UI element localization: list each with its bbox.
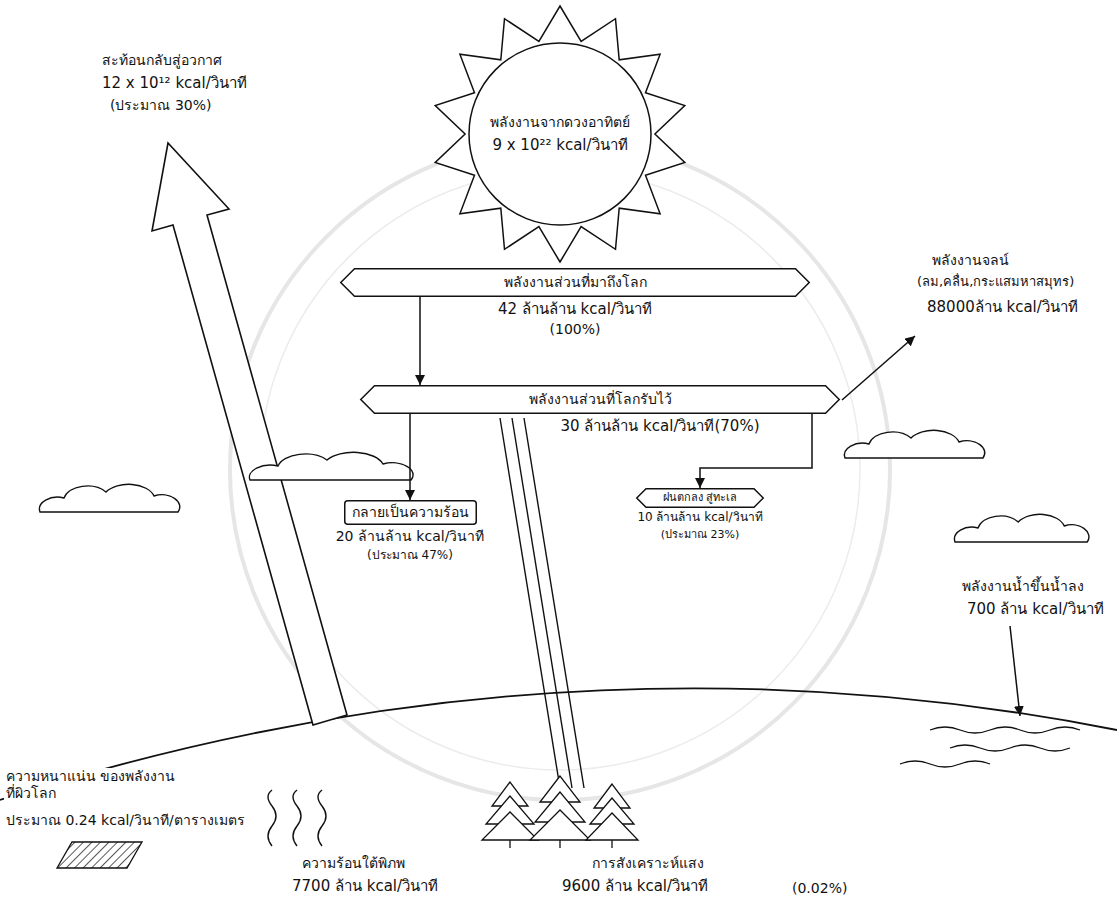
photosynthesis-line	[512, 418, 572, 788]
process-hexagon: ฝนตกลง สู่ทะเล 10 ล้านล้าน kcal/วินาที (ปร…	[636, 488, 764, 541]
tide-arrow	[1010, 626, 1020, 716]
energy-label: (0.02%)	[790, 880, 849, 897]
energy-label: (ประมาณ 30%)	[108, 97, 214, 114]
sun-rays	[435, 6, 685, 262]
energy-label: 12 x 10¹² kcal/วินาที	[100, 74, 249, 92]
box-heading: พลังงานส่วนที่มาถึงโลก	[484, 268, 667, 297]
square-metre-patch	[57, 842, 142, 868]
sea-wave	[900, 761, 990, 767]
sea-wave	[950, 745, 1070, 751]
energy-label: ความหนาแน่น ของพลังงานที่ผิวโลก	[4, 768, 178, 802]
energy-label: พลังงานน้ำขึ้นน้ำลง	[960, 578, 1086, 595]
sun-shape	[430, 4, 690, 264]
box-heading: ฝนตกลง สู่ทะเล	[636, 488, 764, 507]
energy-value: (ประมาณ 23%)	[661, 528, 740, 541]
box-heading: กลายเป็นความร้อน	[344, 500, 477, 525]
band-border	[637, 489, 764, 508]
tree-part	[586, 813, 638, 840]
energy-label: ความร้อนใต้พิภพ	[300, 855, 407, 872]
tree-trunk	[611, 840, 612, 848]
cloud	[844, 430, 984, 458]
energy-label: ประมาณ 0.24 kcal/วินาที/ตารางเมตร	[4, 812, 247, 829]
cloud	[955, 514, 1089, 542]
tree-part	[530, 810, 590, 840]
reflection-arrow	[152, 143, 347, 725]
heat-squiggle	[293, 790, 301, 846]
energy-label: พลังงานจลน์	[930, 252, 1011, 269]
tree-trunk	[559, 840, 560, 848]
energy-label: (ลม,คลื่น,กระแสมหาสมุทร)	[915, 274, 1076, 290]
sea-wave	[930, 727, 1080, 733]
heat-squiggle	[318, 790, 326, 846]
energy-band: พลังงานส่วนที่มาถึงโลก 42 ล้านล้าน kcal/ว…	[340, 268, 810, 338]
energy-label: 88000ล้าน kcal/วินาที	[925, 298, 1080, 316]
energy-band: พลังงานส่วนที่โลกรับไว้ 30 ล้านล้าน kcal/…	[360, 385, 840, 435]
tree-part	[482, 812, 538, 840]
energy-label: 7700 ล้าน kcal/วินาที	[290, 877, 440, 895]
energy-label: การสังเคราะห์แสง	[590, 855, 706, 872]
tree-trunk	[509, 840, 510, 848]
energy-value: 30 ล้านล้าน kcal/วินาที(70%)	[560, 417, 759, 435]
band-border	[341, 269, 810, 297]
band-border	[361, 386, 840, 414]
cloud	[249, 452, 413, 480]
energy-value: (ประมาณ 47%)	[367, 548, 453, 562]
energy-value: 9 x 10²² kcal/วินาที	[492, 136, 627, 154]
box-heading: พลังงานส่วนที่โลกรับไว้	[509, 385, 692, 414]
energy-label: สะท้อนกลับสู่อวกาศ	[100, 52, 224, 69]
heat-squiggle	[268, 790, 276, 846]
flow-connector	[419, 297, 421, 385]
energy-label: 700 ล้าน kcal/วินาที	[965, 600, 1106, 618]
sun-disc	[469, 43, 651, 225]
energy-value: 42 ล้านล้าน kcal/วินาที	[498, 300, 652, 318]
energy-label: 9600 ล้าน kcal/วินาที	[560, 877, 710, 895]
box-heading: พลังงานจากดวงอาทิตย์	[490, 114, 630, 131]
kinetic-arrow	[842, 336, 915, 400]
trees	[482, 776, 638, 848]
energy-value: (100%)	[550, 321, 601, 338]
flow-connector	[409, 414, 411, 500]
sun-circle: พลังงานจากดวงอาทิตย์ 9 x 10²² kcal/วินาที	[430, 4, 690, 264]
box-border	[344, 501, 476, 525]
photosynthesis-line	[524, 418, 584, 788]
energy-value: 10 ล้านล้าน kcal/วินาที	[637, 510, 762, 524]
cloud	[39, 484, 179, 512]
energy-value: 20 ล้านล้าน kcal/วินาที	[336, 528, 485, 545]
process-box: กลายเป็นความร้อน20 ล้านล้าน kcal/วินาที(…	[344, 500, 477, 562]
photosynthesis-line	[500, 418, 560, 788]
